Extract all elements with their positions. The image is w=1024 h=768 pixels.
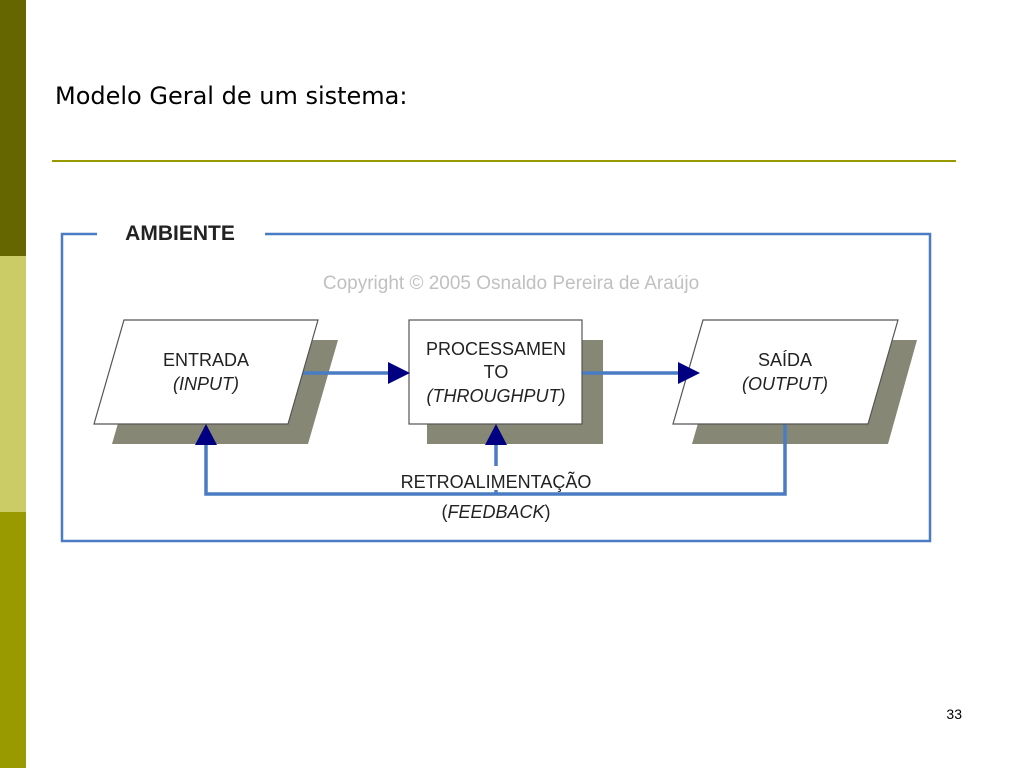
sidebar-band-middle <box>0 256 26 512</box>
arrowhead-feedback-input <box>195 424 217 445</box>
page-title: Modelo Geral de um sistema: <box>55 82 408 110</box>
arrowhead-feedback-process <box>485 424 507 445</box>
process-label-line1: PROCESSAMEN <box>426 339 566 359</box>
input-label: ENTRADA <box>163 350 249 370</box>
environment-label: AMBIENTE <box>125 222 235 245</box>
process-label-line2: TO <box>484 362 509 382</box>
slide-number: 33 <box>946 706 962 722</box>
feedback-label: RETROALIMENTAÇÃO <box>401 471 592 492</box>
arrowhead-to-process <box>388 362 410 384</box>
output-box <box>672 319 899 425</box>
feedback-sublabel-open: ( <box>441 502 447 522</box>
output-label: SAÍDA <box>758 350 812 370</box>
input-box <box>93 319 319 425</box>
copyright-watermark: Copyright © 2005 Osnaldo Pereira de Araú… <box>323 273 699 294</box>
process-box <box>408 319 583 425</box>
feedback-sublabel: (FEEDBACK) <box>441 502 550 522</box>
sidebar-band-bottom <box>0 512 26 768</box>
environment-frame <box>60 232 932 543</box>
feedback-label-bg <box>385 466 607 490</box>
feedback-sublabel-italic: FEEDBACK <box>447 502 545 522</box>
feedback-sublabel-close: ) <box>545 502 551 522</box>
arrowhead-to-output <box>678 362 700 384</box>
process-sublabel: (THROUGHPUT) <box>427 386 566 406</box>
output-sublabel: (OUTPUT) <box>742 374 828 394</box>
title-divider <box>52 160 956 162</box>
sidebar-band-top <box>0 0 26 256</box>
input-sublabel: (INPUT) <box>173 374 239 394</box>
